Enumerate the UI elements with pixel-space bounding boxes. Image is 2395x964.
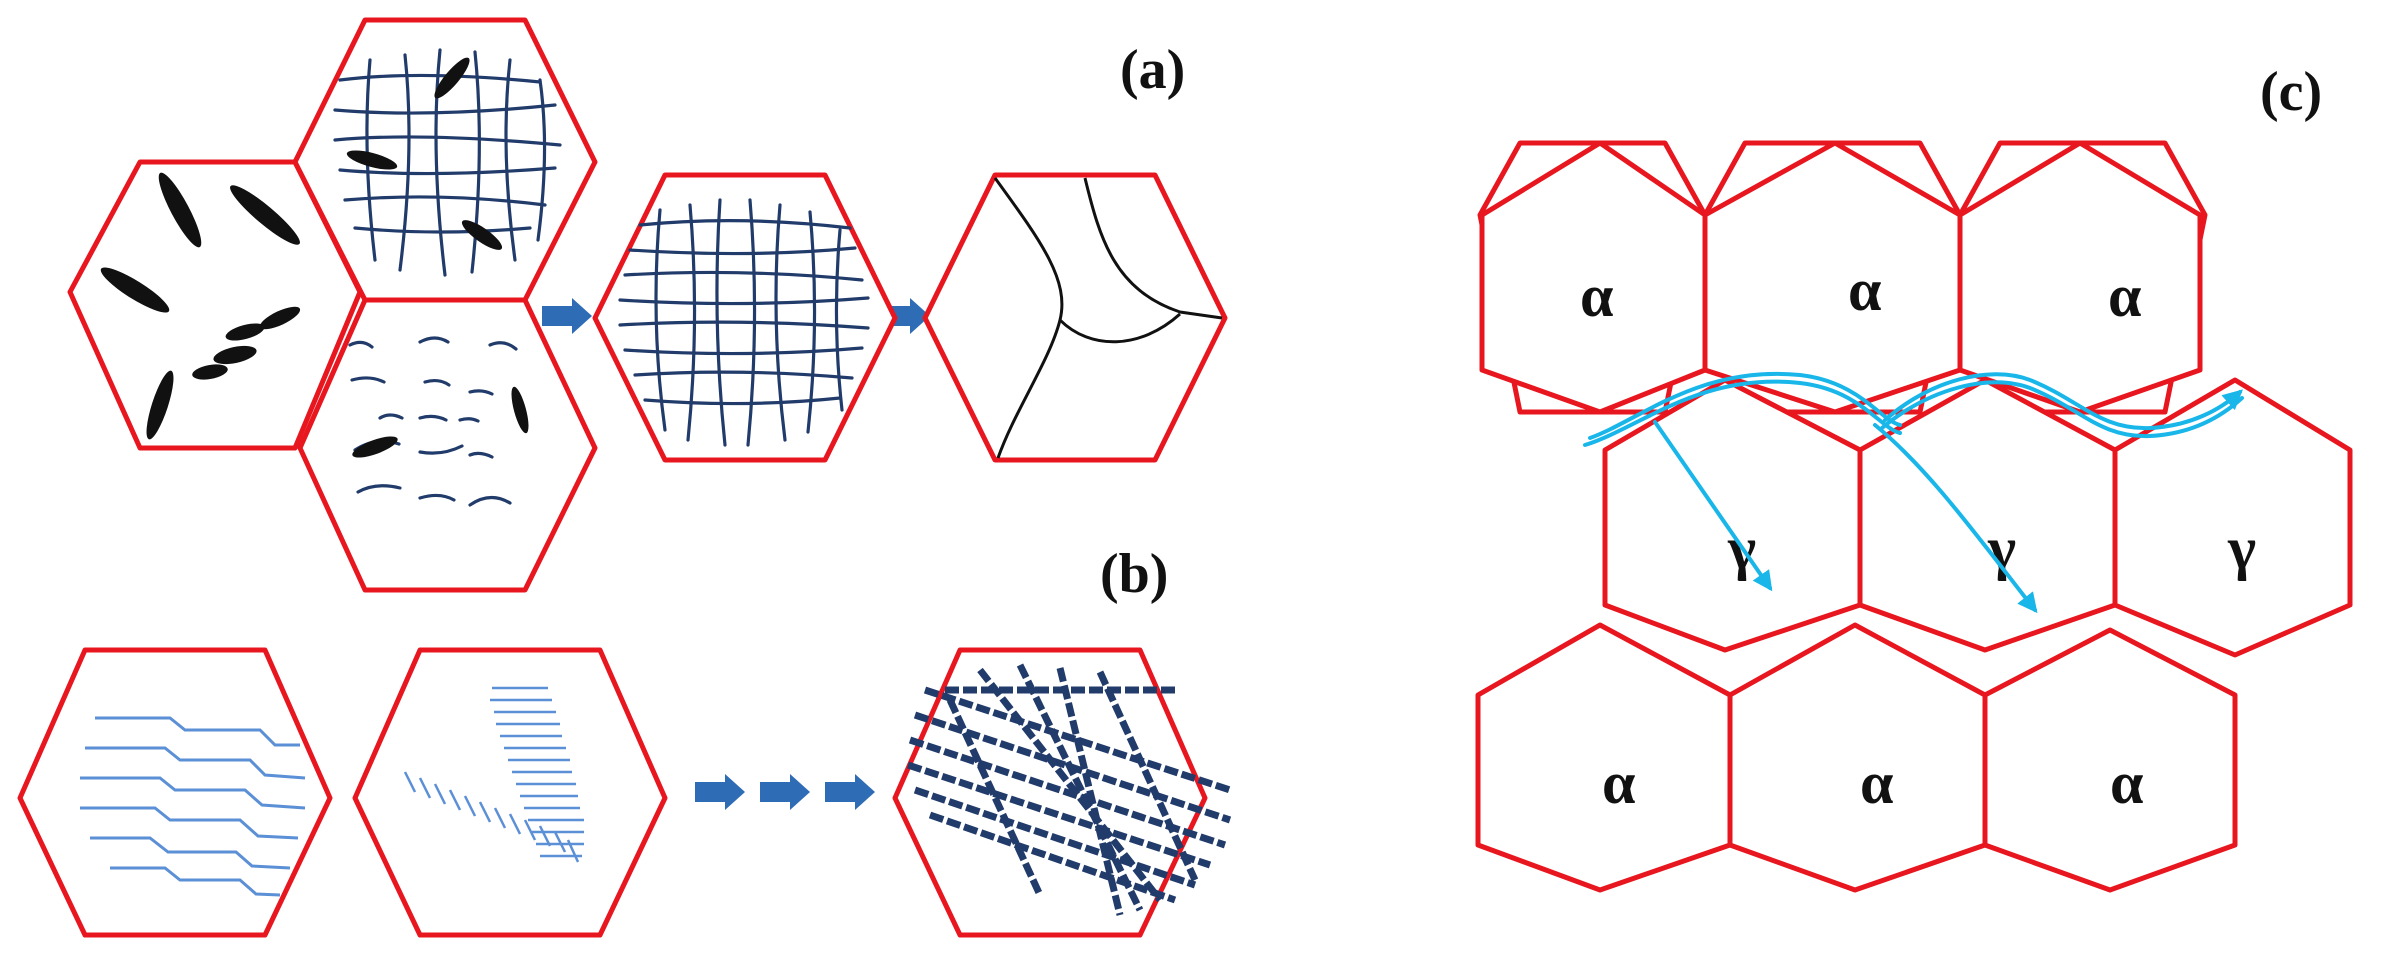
phase-row-alpha-bottom: α α α [1475,622,2238,893]
panel-a-grain-dense-network [592,172,898,463]
phase-label: α [1848,257,1882,323]
slip-band-traces [403,686,584,863]
phase-label: γ [2227,515,2256,581]
arrow-right-icon [695,774,745,810]
dense-dislocation-network [618,198,870,447]
hex-alpha-5 [1727,622,1988,893]
hex-grain-b2 [352,647,668,938]
panel-b-grain-slip-bands [352,647,668,938]
glide-path-main [1583,379,1902,447]
panel-a-grain-network-particles [292,17,598,303]
panel-a-label: (a) [1120,39,1185,101]
panel-a: (a) [67,17,1228,593]
glide-path-main [1588,371,1902,440]
phase-label: α [1602,750,1636,816]
dislocation-network [333,48,562,277]
phase-label: α [2108,263,2142,329]
hex-alpha-3-fill [1957,140,2203,415]
panel-a-grain-dislocation-segments [297,297,598,593]
hex-grain-b1 [17,647,333,938]
arrow-right-icon [825,774,875,810]
hex-gamma-3 [2112,377,2353,658]
glide-path-right [1883,372,2243,431]
grain-boundary [1058,312,1182,344]
hex-grain-a5 [922,172,1228,463]
panel-a-grain-precipitates [67,159,363,451]
crossed-slip-bands [906,663,1232,916]
hex-grain-a3 [297,297,598,593]
glide-path-down-1 [1653,420,1773,592]
arrow-right-icon [760,774,810,810]
hex-grain-a4 [592,172,898,463]
phase-label: α [2110,750,2144,816]
phase-label: α [1580,263,1614,329]
panel-b-label: (b) [1100,543,1168,605]
panel-b: (b) [17,543,1232,938]
panel-c: (c) α α α γ γ γ α α [1475,61,2353,893]
phase-row-gamma: γ γ γ [1602,377,2353,658]
glide-path-down-2 [1873,423,2038,614]
panel-c-label: (c) [2260,61,2322,123]
panel-a-grain-recrystallized [922,172,1228,463]
grain-boundary [1083,177,1223,320]
panel-b-grain-planar-slip [17,647,333,938]
hex-alpha-6 [1982,627,2238,893]
phase-row-alpha-top: α α α [1477,140,2208,415]
slip-lines [80,716,306,897]
phase-label: α [1860,750,1894,816]
phase-label: γ [1987,515,2016,581]
precipitate-particles [100,172,301,440]
arrow-right-icon [542,298,592,334]
glide-paths [1583,371,2244,614]
dislocation-segments [348,336,518,507]
glide-path-right [1880,380,2244,439]
panel-b-grain-crossed-slip [892,647,1232,938]
